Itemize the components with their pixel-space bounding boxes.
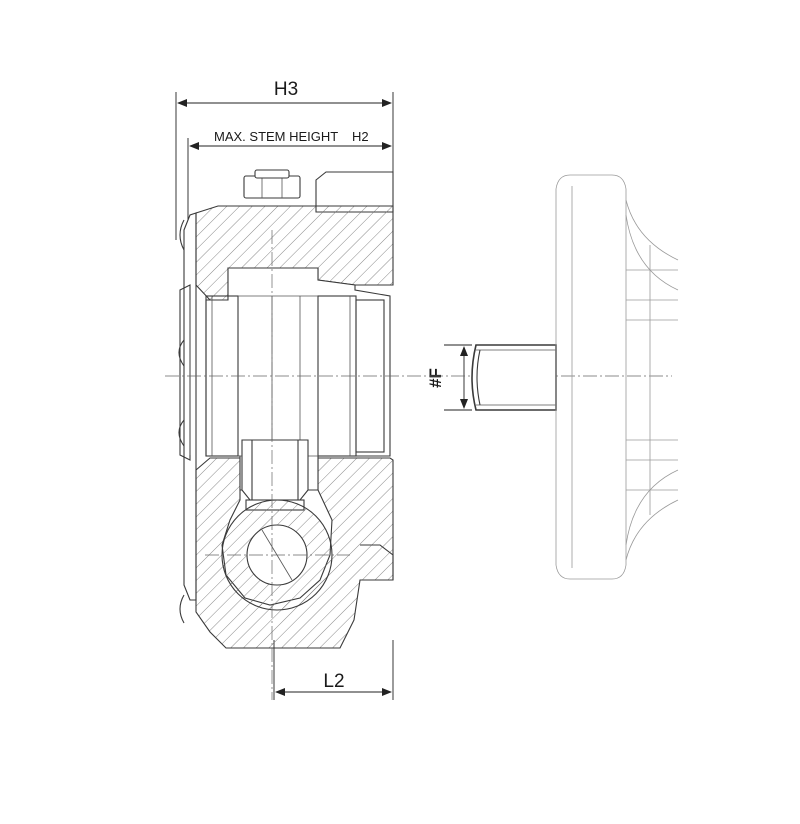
h3-dimension: H3: [175, 79, 394, 240]
f-dimension: #F: [426, 344, 472, 411]
h2-label: H2: [352, 129, 369, 144]
h2-dimension: MAX. STEM HEIGHT H2: [187, 129, 392, 220]
l2-label: L2: [323, 671, 344, 692]
stem-height-label: MAX. STEM HEIGHT: [214, 129, 338, 144]
mounting-flange: [178, 212, 197, 624]
top-bolt: [243, 169, 301, 199]
input-shaft: [471, 344, 557, 411]
h3-label: H3: [274, 79, 298, 100]
right-ear: [360, 544, 394, 580]
handwheel: [555, 174, 679, 580]
l2-dimension: L2: [273, 640, 394, 700]
f-label: #F: [426, 368, 445, 388]
